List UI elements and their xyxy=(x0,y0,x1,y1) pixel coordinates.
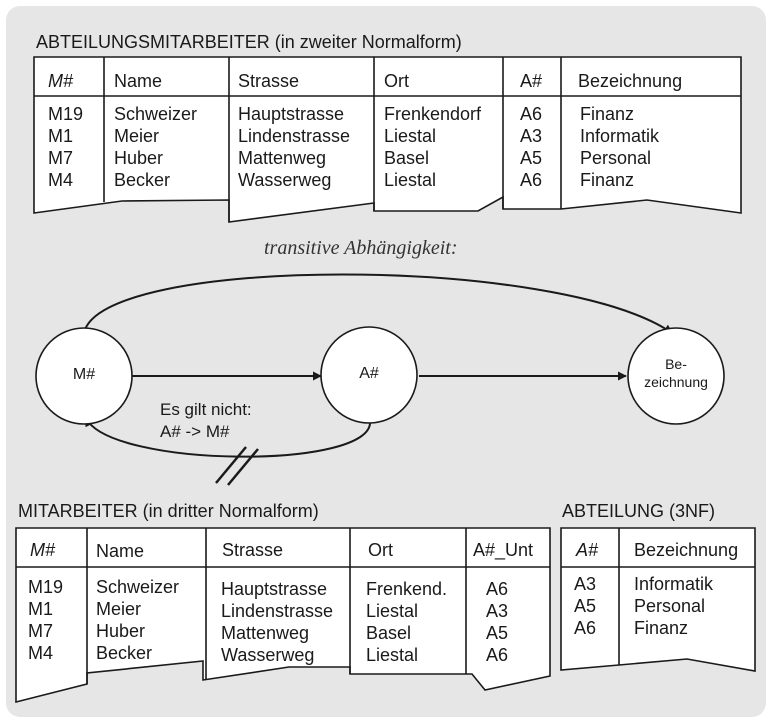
table3-column-a: A3 A5 A6 xyxy=(574,573,596,639)
table1-header-strasse: Strasse xyxy=(238,71,300,91)
table-cell: Lindenstrasse xyxy=(221,601,334,621)
table3-column-bezeichnung: Informatik Personal Finanz xyxy=(634,573,713,639)
table3-header-a: A# xyxy=(576,540,599,560)
table-cell: M4 xyxy=(28,643,54,663)
table-cell: A6 xyxy=(520,104,543,124)
table-cell: A6 xyxy=(486,645,509,665)
table2-column-a-unt: A6 A3 A5 A6 xyxy=(486,578,508,666)
table1-column-m: M19 M1 M7 M4 xyxy=(48,103,83,191)
table2-caption: MITARBEITER (in dritter Normalform) xyxy=(18,501,319,521)
table-cell: Becker xyxy=(114,170,171,190)
table-cell: M1 xyxy=(28,599,54,619)
negation-slash-2 xyxy=(227,448,259,486)
table2-column-strasse: Hauptstrasse Lindenstrasse Mattenweg Was… xyxy=(221,578,333,666)
table1-header-a: A# xyxy=(520,71,543,91)
table-cell: Mattenweg xyxy=(221,623,310,643)
table2-header-a-unt: A#_Unt xyxy=(473,540,534,560)
table-cell: Finanz xyxy=(634,618,689,638)
table-cell: Meier xyxy=(114,126,160,146)
table2-frame xyxy=(15,527,551,704)
table2-column-ort: Frenkend. Liestal Basel Liestal xyxy=(366,578,447,666)
table-cell: A5 xyxy=(486,623,509,643)
table1-column-bezeichnung: Finanz Informatik Personal Finanz xyxy=(580,103,659,191)
table-cell: A5 xyxy=(574,596,597,616)
table-cell: Meier xyxy=(96,599,142,619)
table3-frame xyxy=(560,527,756,672)
table-cell: M7 xyxy=(48,148,74,168)
table-cell: Finanz xyxy=(580,170,635,190)
node-a xyxy=(320,326,418,424)
table-cell: Huber xyxy=(96,621,146,641)
table-cell: A5 xyxy=(520,148,543,168)
table2-header-m: M# xyxy=(30,540,56,560)
node-bezeichnung-line1: Be- xyxy=(665,356,687,372)
node-bezeichnung-label: Be- zeichnung xyxy=(631,355,721,391)
table3-caption: ABTEILUNG (3NF) xyxy=(562,501,716,521)
table-cell: A6 xyxy=(520,170,543,190)
dependency-note: Es gilt nicht: A# -> M# xyxy=(160,399,252,443)
table-cell: Becker xyxy=(96,643,153,663)
table-cell: Wasserweg xyxy=(238,170,332,190)
node-bezeichnung-line2: zeichnung xyxy=(644,374,708,390)
table2-header-name: Name xyxy=(96,541,145,561)
table-cell: A6 xyxy=(574,618,597,638)
table-cell: Schweizer xyxy=(114,104,198,124)
table-cell: Huber xyxy=(114,148,164,168)
table-cell: Mattenweg xyxy=(238,148,327,168)
table-cell: M7 xyxy=(28,621,54,641)
table-cell: Informatik xyxy=(634,574,714,594)
table-cell: Liestal xyxy=(384,126,437,146)
table-cell: Frenkendorf xyxy=(384,104,482,124)
table1-header-ort: Ort xyxy=(384,71,409,91)
table-cell: Basel xyxy=(384,148,430,168)
table-cell: M1 xyxy=(48,126,74,146)
table1-column-ort: Frenkendorf Liestal Basel Liestal xyxy=(384,103,481,191)
table2-column-m: M19 M1 M7 M4 xyxy=(28,576,63,664)
node-a-label: A# xyxy=(359,365,379,382)
table2-header-strasse: Strasse xyxy=(222,540,284,560)
table-cell: Hauptstrasse xyxy=(221,579,328,599)
dependency-note-line1: Es gilt nicht: xyxy=(160,400,252,419)
table2-header-ort: Ort xyxy=(368,540,393,560)
table-cell: Frenkend. xyxy=(366,579,448,599)
table-cell: Lindenstrasse xyxy=(238,126,351,146)
table1-frame xyxy=(33,56,742,223)
table1-column-name: Schweizer Meier Huber Becker xyxy=(114,103,197,191)
table1-column-a: A6 A3 A5 A6 xyxy=(520,103,542,191)
arc-m-to-bezeichnung xyxy=(83,273,673,334)
node-m-label: M# xyxy=(72,366,96,383)
table-cell: Basel xyxy=(366,623,412,643)
table-cell: Liestal xyxy=(384,170,437,190)
table-cell: Hauptstrasse xyxy=(238,104,345,124)
table1-header-m: M# xyxy=(48,71,74,91)
table-cell: Informatik xyxy=(580,126,660,146)
table-cell: A3 xyxy=(574,574,597,594)
table-cell: Personal xyxy=(634,596,706,616)
table-cell: Wasserweg xyxy=(221,645,315,665)
table1-column-strasse: Hauptstrasse Lindenstrasse Mattenweg Was… xyxy=(238,103,350,191)
table-cell: Liestal xyxy=(366,601,419,621)
table-cell: A3 xyxy=(486,601,509,621)
dependency-note-line2: A# -> M# xyxy=(160,422,230,441)
table-cell: Schweizer xyxy=(96,577,180,597)
table-cell: M4 xyxy=(48,170,74,190)
node-bezeichnung xyxy=(627,327,725,425)
table3-header-bezeichnung: Bezeichnung xyxy=(634,540,739,560)
table-cell: M19 xyxy=(28,577,64,597)
table1-header-name: Name xyxy=(114,71,163,91)
table2-column-name: Schweizer Meier Huber Becker xyxy=(96,576,179,664)
negation-slash-1 xyxy=(215,446,247,484)
table1-caption: ABTEILUNGSMITARBEITER (in zweiter Normal… xyxy=(36,32,462,52)
table1-header-bezeichnung: Bezeichnung xyxy=(578,71,683,91)
table-cell: M19 xyxy=(48,104,84,124)
table-cell: Finanz xyxy=(580,104,635,124)
table-cell: A6 xyxy=(486,579,509,599)
node-m xyxy=(35,327,133,425)
table-cell: Liestal xyxy=(366,645,419,665)
table-cell: A3 xyxy=(520,126,543,146)
dependency-title: transitive Abhängigkeit: xyxy=(264,237,458,259)
table-cell: Personal xyxy=(580,148,652,168)
